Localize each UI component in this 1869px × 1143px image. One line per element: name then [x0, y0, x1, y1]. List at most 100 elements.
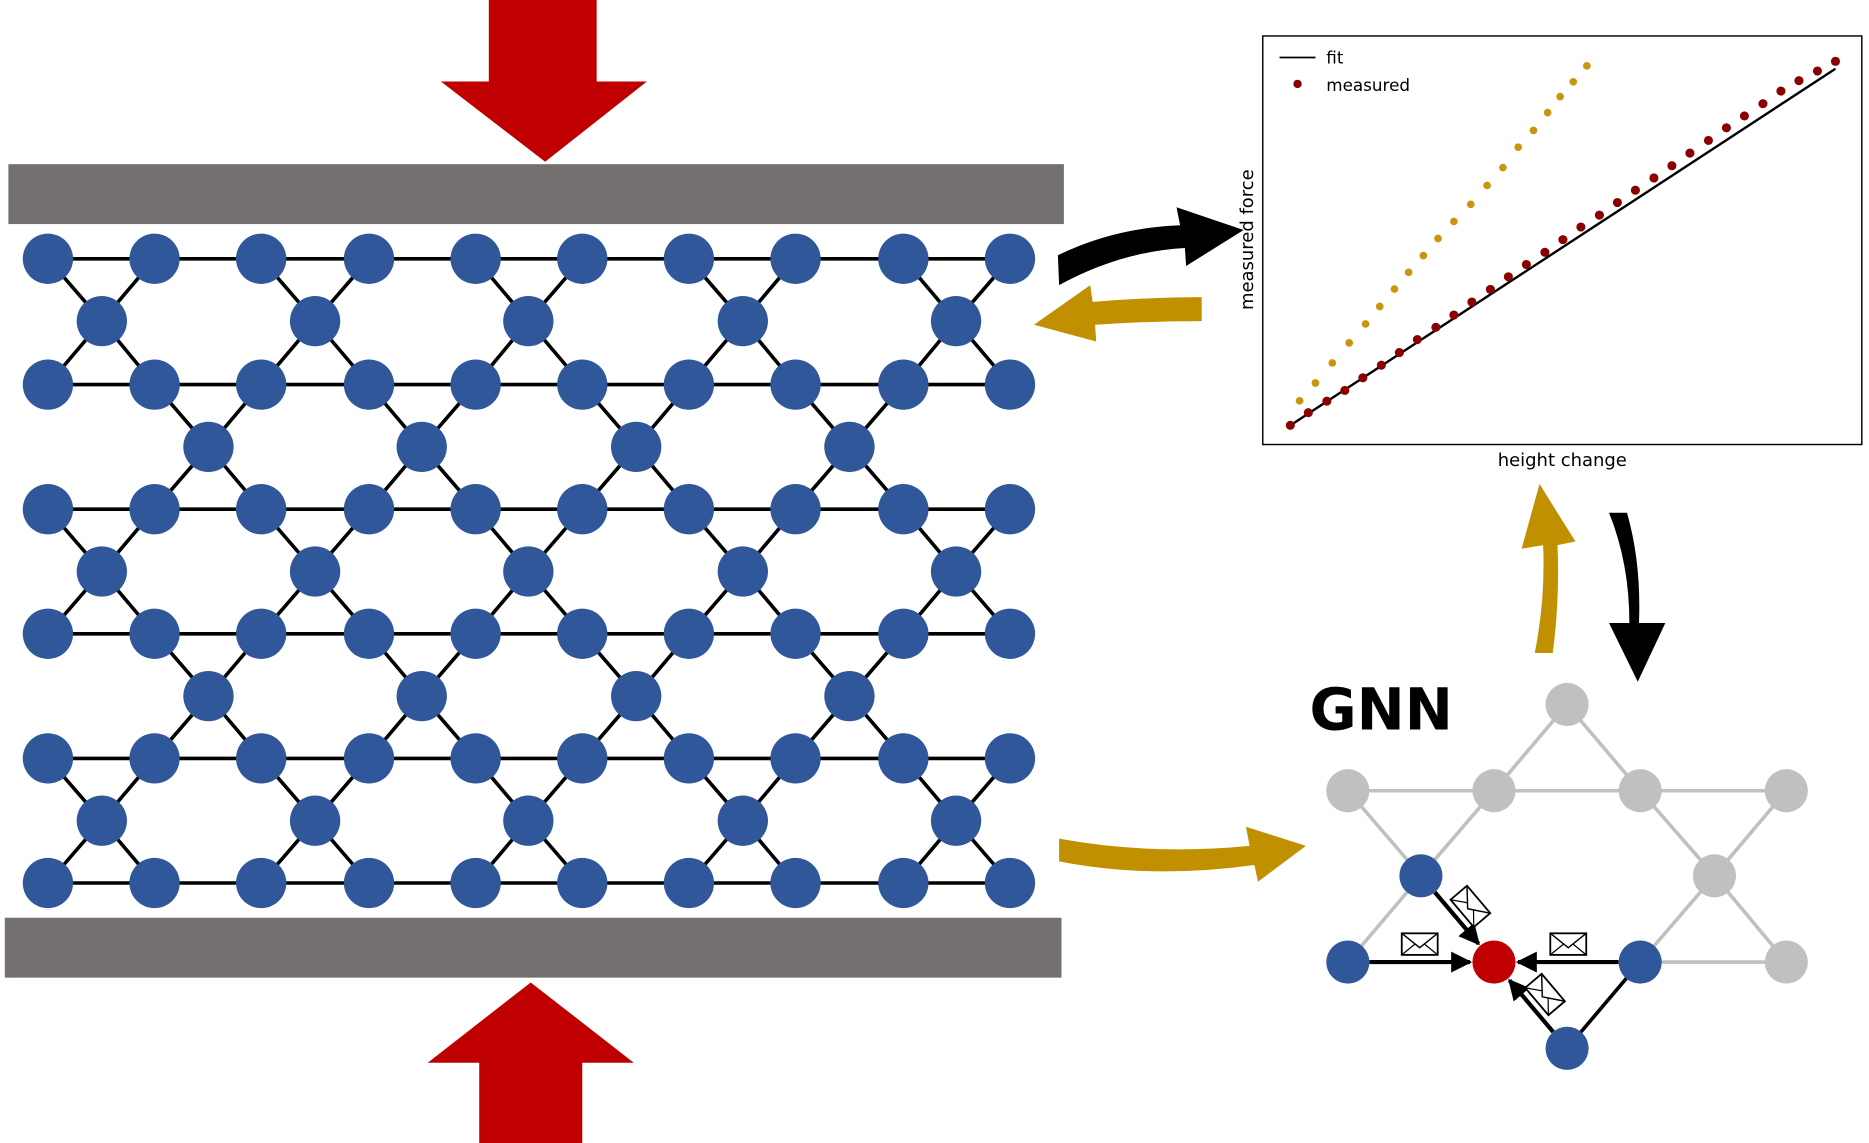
- arrow-plot-to-gnn: [1609, 512, 1666, 682]
- lattice-node: [22, 733, 74, 784]
- gnn-node-inactive: [1472, 769, 1516, 813]
- lattice-node: [22, 359, 74, 410]
- lattice-node: [663, 608, 715, 659]
- gnn-node-inactive: [1545, 682, 1589, 727]
- legend-measured-swatch: [1293, 79, 1302, 89]
- lattice-node: [878, 857, 929, 909]
- envelope-icon: [1449, 884, 1492, 929]
- lattice-node: [236, 359, 287, 410]
- measured-point: [1685, 148, 1695, 158]
- lattice-node: [343, 233, 395, 284]
- predicted-point: [1311, 379, 1320, 387]
- lattice-node: [557, 733, 608, 784]
- gnn-node-neighbor: [1399, 854, 1443, 898]
- measured-point: [1449, 310, 1459, 320]
- lattice-node: [663, 359, 715, 410]
- arrow-gnn-to-plot: [1521, 484, 1576, 653]
- lattice-node: [717, 795, 768, 846]
- lattice-node: [396, 421, 447, 473]
- lattice-node: [129, 608, 180, 659]
- lattice-node: [984, 233, 1036, 284]
- measured-point: [1758, 99, 1768, 109]
- lattice-node: [770, 484, 821, 535]
- lattice-node: [770, 608, 821, 659]
- force-arrow-top: [440, 0, 647, 162]
- lattice-node: [770, 359, 821, 410]
- lattice-node: [450, 608, 501, 659]
- lattice-node: [878, 733, 929, 784]
- legend-measured-label: measured: [1326, 75, 1410, 95]
- lattice-node: [183, 670, 234, 722]
- gnn-messages: [1369, 884, 1619, 1034]
- predicted-point: [1514, 143, 1523, 151]
- lattice-node: [22, 857, 74, 909]
- gnn-node-target: [1472, 940, 1516, 984]
- lattice-node: [343, 359, 395, 410]
- lattice-node: [450, 733, 501, 784]
- measured-point: [1303, 408, 1313, 418]
- lattice-node: [824, 421, 875, 473]
- measured-point: [1394, 347, 1404, 358]
- lattice-node: [557, 359, 608, 410]
- predicted-point: [1499, 163, 1507, 172]
- predicted-point: [1295, 396, 1304, 405]
- lattice-nodes: [22, 233, 1036, 909]
- gnn-node-neighbor: [1545, 1026, 1589, 1070]
- lattice-node: [236, 733, 287, 784]
- measured-point: [1431, 322, 1441, 332]
- lattice-node: [236, 484, 287, 535]
- lattice-node: [129, 733, 180, 784]
- measured-point: [1358, 373, 1368, 383]
- lattice-node: [450, 484, 501, 535]
- lattice-node: [557, 484, 608, 535]
- chart-legend: fit measured: [1279, 48, 1410, 95]
- lattice-node: [22, 608, 74, 659]
- lattice-node: [22, 484, 74, 535]
- envelope-icon: [1523, 972, 1567, 1017]
- lattice-node: [878, 233, 929, 284]
- predicted-point: [1483, 181, 1491, 190]
- lattice-node: [129, 857, 180, 909]
- predicted-point: [1450, 217, 1458, 226]
- lattice-node: [343, 733, 395, 784]
- gnn-node-inactive: [1764, 769, 1808, 813]
- lattice-node: [984, 733, 1036, 784]
- measured-point: [1794, 76, 1804, 86]
- gnn-node-inactive: [1618, 769, 1662, 813]
- chart-ylabel: measured force: [1237, 169, 1258, 310]
- lattice-node: [663, 233, 715, 284]
- measured-point: [1721, 123, 1731, 133]
- gnn-node-inactive: [1326, 769, 1370, 813]
- measured-point: [1703, 135, 1713, 146]
- measured-point: [1503, 272, 1513, 282]
- lattice-node: [450, 857, 501, 909]
- lattice-node: [343, 484, 395, 535]
- measured-point: [1558, 235, 1568, 245]
- envelope-icon: [1400, 932, 1439, 956]
- predicted-point: [1569, 77, 1578, 86]
- measured-point: [1576, 222, 1586, 232]
- predicted-point: [1556, 92, 1564, 101]
- lattice-node: [878, 608, 929, 659]
- gnn-node-neighbor: [1326, 940, 1370, 984]
- gnn-node-inactive: [1764, 940, 1808, 984]
- bottom-plate: [4, 917, 1062, 978]
- lattice-node: [183, 421, 234, 473]
- lattice-node: [770, 233, 821, 284]
- top-plate: [8, 164, 1064, 225]
- predicted-point: [1345, 339, 1354, 347]
- lattice-node: [236, 608, 287, 659]
- predicted-point: [1466, 200, 1475, 209]
- lattice-node: [984, 608, 1036, 659]
- measured-point: [1630, 185, 1640, 195]
- arrow-lattice-to-gnn: [1059, 826, 1306, 882]
- lattice-node: [76, 795, 127, 846]
- measured-point: [1739, 111, 1749, 121]
- measured-point: [1376, 360, 1386, 370]
- compression-setup: [4, 0, 1064, 1143]
- force-chart: fit measured height change measured forc…: [1237, 35, 1863, 471]
- lattice-node: [236, 233, 287, 284]
- measured-point: [1776, 86, 1786, 96]
- measured-point: [1540, 247, 1550, 257]
- lattice-node: [770, 857, 821, 909]
